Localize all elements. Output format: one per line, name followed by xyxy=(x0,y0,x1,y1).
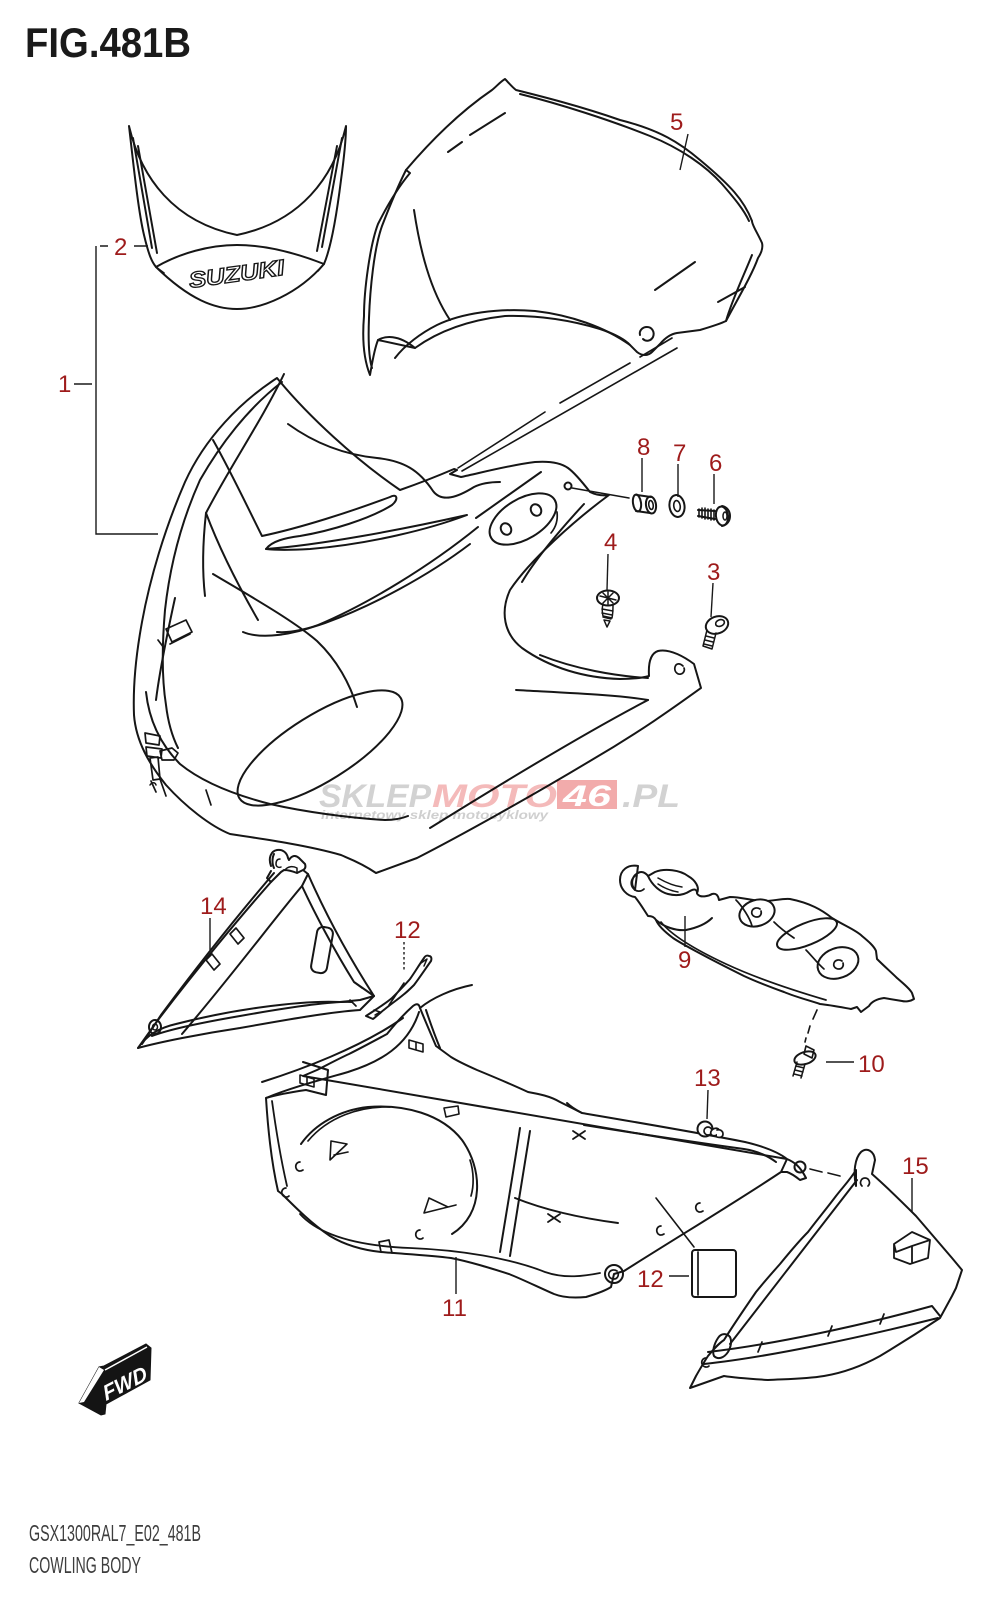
svg-text:15: 15 xyxy=(902,1153,929,1180)
svg-text:14: 14 xyxy=(200,893,227,920)
svg-text:5: 5 xyxy=(670,109,683,136)
svg-text:.PL: .PL xyxy=(622,778,680,814)
svg-text:46: 46 xyxy=(562,780,612,813)
svg-text:4: 4 xyxy=(604,529,617,556)
svg-text:3: 3 xyxy=(707,559,720,586)
svg-text:FIG.481B: FIG.481B xyxy=(25,19,191,66)
svg-text:internetowy sklep motocyklowy: internetowy sklep motocyklowy xyxy=(321,808,550,822)
svg-text:12: 12 xyxy=(637,1266,664,1293)
svg-text:11: 11 xyxy=(442,1295,467,1322)
svg-text:1: 1 xyxy=(58,371,71,398)
svg-text:8: 8 xyxy=(637,434,650,461)
svg-text:13: 13 xyxy=(694,1065,721,1092)
svg-text:12: 12 xyxy=(394,917,421,944)
svg-text:7: 7 xyxy=(673,440,686,467)
svg-text:MOTO: MOTO xyxy=(432,778,557,814)
svg-text:6: 6 xyxy=(709,450,722,477)
svg-text:COWLING BODY: COWLING BODY xyxy=(29,1552,141,1578)
svg-text:GSX1300RAL7_E02_481B: GSX1300RAL7_E02_481B xyxy=(29,1520,201,1546)
svg-text:10: 10 xyxy=(858,1051,885,1078)
svg-text:2: 2 xyxy=(114,234,127,261)
svg-text:9: 9 xyxy=(678,947,691,974)
svg-text:SKLEP: SKLEP xyxy=(319,778,432,814)
